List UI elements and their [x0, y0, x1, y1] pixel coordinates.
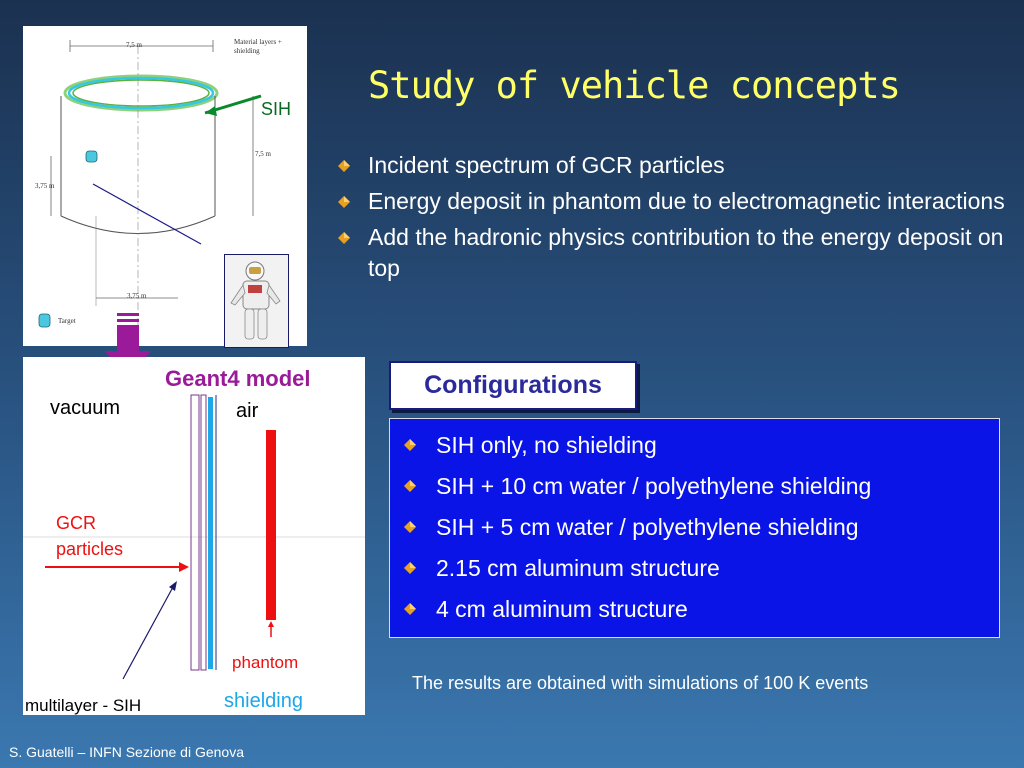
astronaut-image [224, 254, 289, 348]
bullet-item: Energy deposit in phantom due to electro… [334, 186, 1014, 217]
bullet-text: Incident spectrum of GCR particles [368, 152, 725, 178]
half-height-label: 3,75 m [35, 182, 55, 190]
diameter-label: 7,5 m [126, 41, 142, 49]
diamond-bullet-icon [338, 196, 350, 208]
diamond-bullet-icon [404, 439, 416, 451]
diamond-bullet-icon [404, 521, 416, 533]
configurations-list-box: SIH only, no shielding SIH + 10 cm water… [389, 418, 1000, 638]
geant4-model-title: Geant4 model [165, 366, 311, 391]
configurations-title: Configurations [424, 371, 602, 399]
diamond-bullet-icon [338, 160, 350, 172]
shielding-label: shielding [224, 690, 303, 712]
diamond-bullet-icon [404, 603, 416, 615]
vehicle-cylinder-figure: 7,5 m Material layers + shielding 7,5 m … [23, 26, 307, 348]
footer-credit: S. Guatelli – INFN Sezione di Genova [9, 744, 245, 760]
config-item-text: SIH + 5 cm water / polyethylene shieldin… [436, 514, 859, 540]
gcr-particles-label: GCR particles [56, 513, 124, 559]
bullet-text: Energy deposit in phantom due to electro… [368, 188, 1005, 214]
slide-title: Study of vehicle concepts [368, 64, 901, 107]
geant4-geometry-drawing [23, 394, 365, 680]
bullet-text: Add the hadronic physics contribution to… [368, 224, 1004, 281]
config-item-text: SIH only, no shielding [436, 432, 657, 458]
main-bullet-list: Incident spectrum of GCR particles Energ… [334, 150, 1014, 289]
bullet-item: Add the hadronic physics contribution to… [334, 222, 1014, 284]
sih-label: SIH [261, 99, 292, 119]
config-item: SIH only, no shielding [398, 425, 871, 466]
configurations-header-box: Configurations [389, 361, 637, 410]
material-layers-label: Material layers + shielding [234, 38, 282, 55]
geant4-model-panel: Geant4 model vacuum air GCR particles ph… [23, 357, 365, 715]
air-label: air [236, 400, 259, 422]
phantom-label: phantom [232, 653, 299, 672]
config-item-text: 2.15 cm aluminum structure [436, 555, 720, 581]
radius-label: 3,75 m [127, 292, 147, 300]
results-note: The results are obtained with simulation… [412, 673, 869, 693]
diamond-bullet-icon [404, 562, 416, 574]
diamond-bullet-icon [338, 232, 350, 244]
config-item: 2.15 cm aluminum structure [398, 548, 871, 589]
astronaut-icon [230, 261, 281, 340]
bullet-item: Incident spectrum of GCR particles [334, 150, 1014, 181]
config-item-text: SIH + 10 cm water / polyethylene shieldi… [436, 473, 872, 499]
target-label: Target [58, 317, 76, 325]
configurations-list: SIH only, no shielding SIH + 10 cm water… [398, 425, 871, 630]
config-item: SIH + 10 cm water / polyethylene shieldi… [398, 466, 871, 507]
vacuum-label: vacuum [50, 397, 121, 419]
height-label: 7,5 m [255, 150, 271, 158]
config-item-text: 4 cm aluminum structure [436, 596, 688, 622]
config-item: 4 cm aluminum structure [398, 589, 871, 630]
cylinder-drawing [38, 40, 262, 328]
config-item: SIH + 5 cm water / polyethylene shieldin… [398, 507, 871, 548]
multilayer-sih-label: multilayer - SIH [25, 696, 142, 715]
diamond-bullet-icon [404, 480, 416, 492]
